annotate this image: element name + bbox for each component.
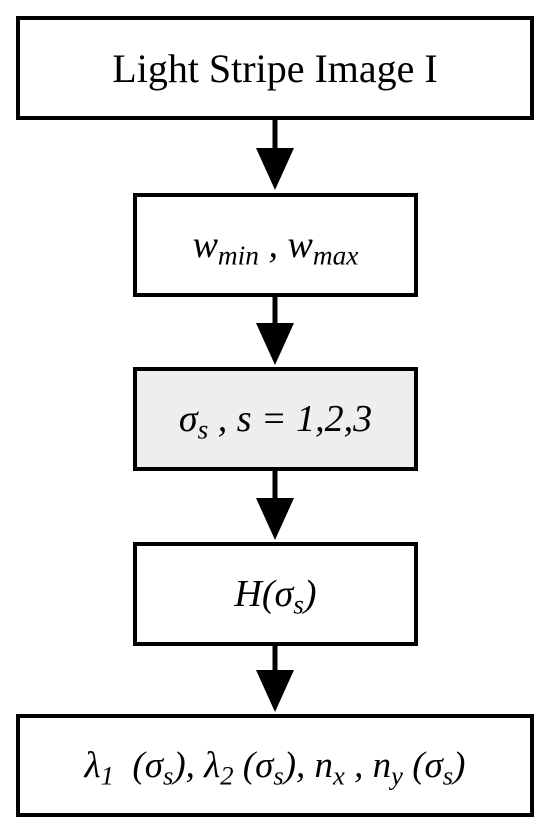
scale-sigma-box: σs , s = 1,2,3: [133, 367, 418, 471]
arrow-hessian-to-output: [256, 646, 294, 712]
stripe-width-label: wmin , wmax: [192, 224, 359, 271]
arrow-width-to-sigma: [256, 297, 294, 365]
eigen-output-label: λ1 (σs), λ2 (σs), nx , ny (σs): [84, 745, 466, 791]
scale-sigma-label: σs , s = 1,2,3: [178, 398, 373, 445]
eigen-output-box: λ1 (σs), λ2 (σs), nx , ny (σs): [16, 714, 534, 817]
input-image-box: Light Stripe Image I: [16, 16, 534, 120]
arrow-input-to-width: [256, 120, 294, 190]
input-image-label: Light Stripe Image I: [112, 45, 438, 91]
stripe-width-box: wmin , wmax: [133, 193, 418, 297]
arrow-sigma-to-hessian: [256, 471, 294, 540]
hessian-label: H(σs): [234, 573, 317, 620]
hessian-box: H(σs): [133, 542, 418, 646]
